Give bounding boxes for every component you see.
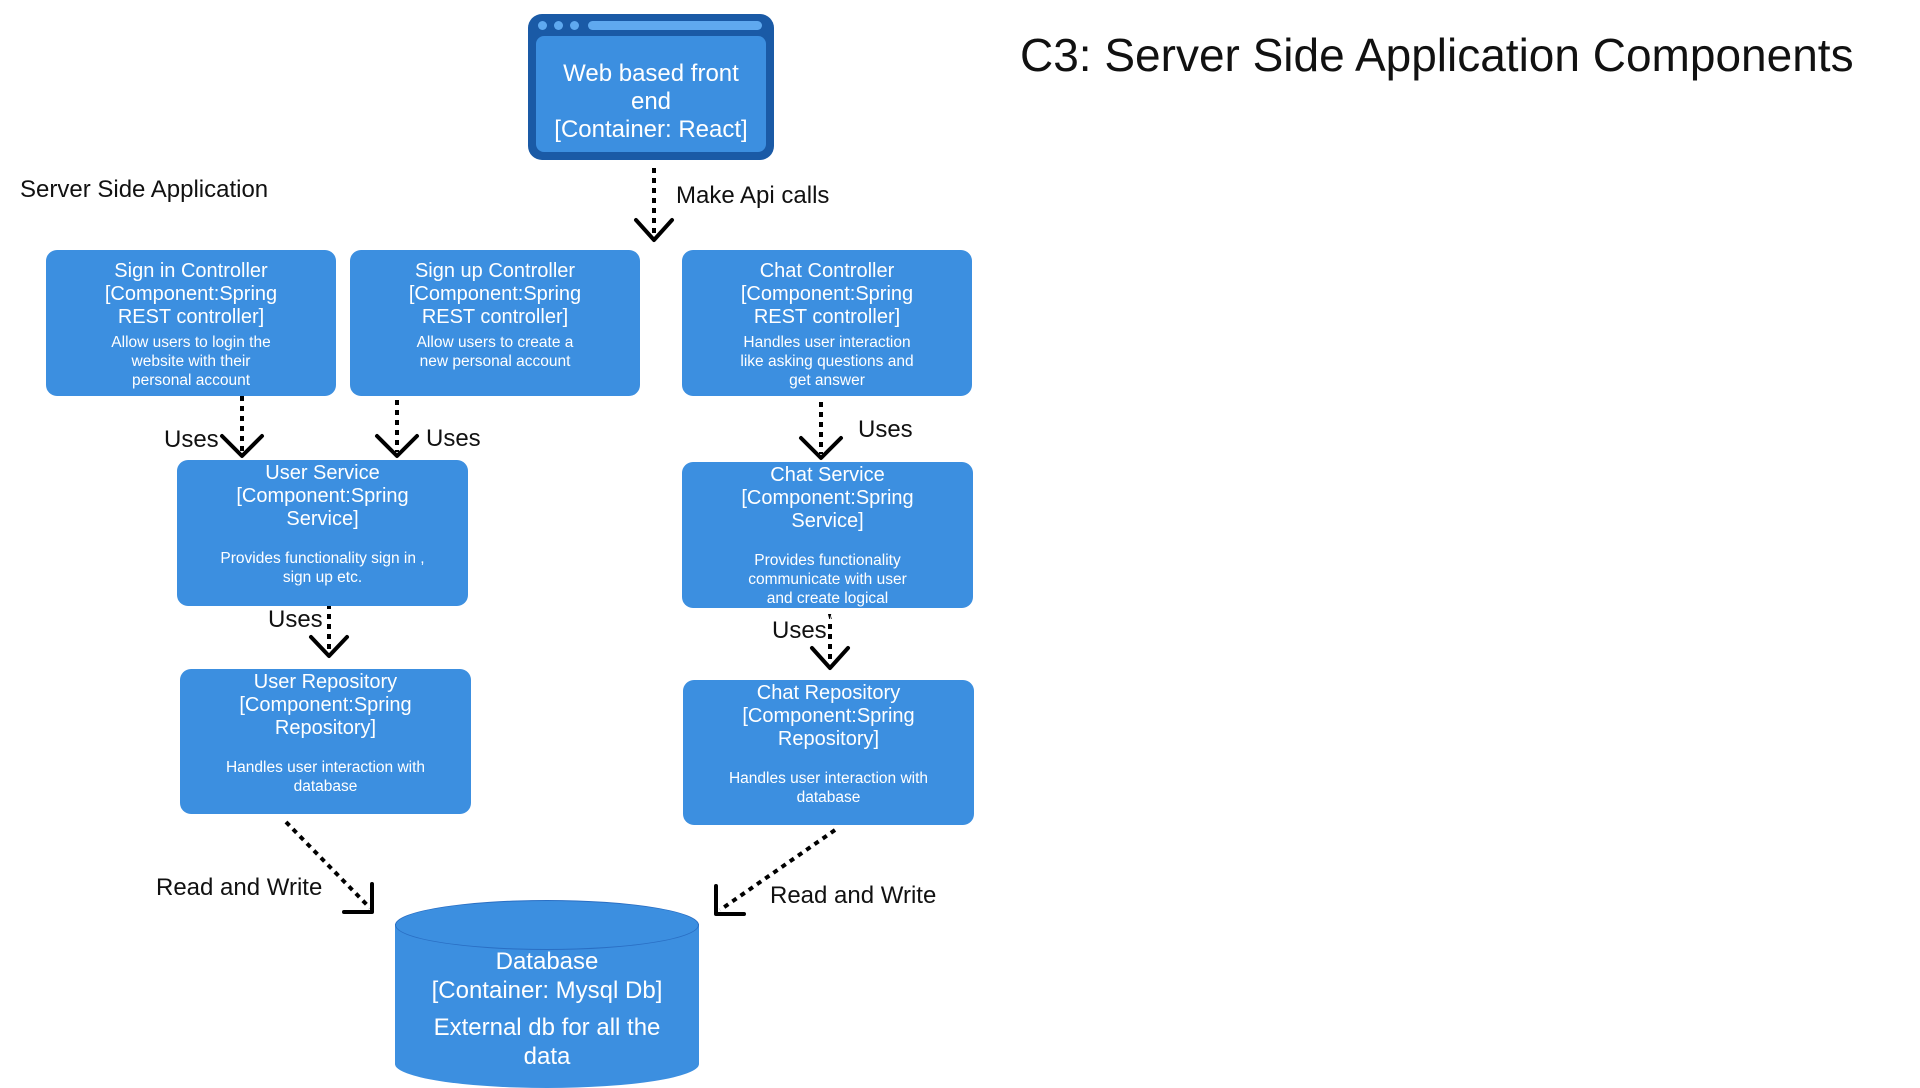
web-frontend-body: Web based front end [Container: React] [536, 36, 766, 152]
database-container: Database [Container: Mysql Db] External … [395, 900, 699, 1088]
signin-uses-label: Uses [164, 426, 219, 453]
component-tech: [Component:Spring [408, 283, 582, 305]
web-frontend-container: Web based front end [Container: React] [528, 14, 774, 160]
component-description: Handles user interaction like asking que… [740, 334, 914, 389]
database-cylinder-top [395, 900, 699, 950]
signup-uses-arrowhead [375, 434, 419, 458]
component-name: Sign up Controller [414, 260, 576, 282]
diagram-title: C3: Server Side Application Components [1020, 29, 1854, 81]
user-repository-component: User Repository [Component:Spring Reposi… [180, 669, 471, 814]
component-name: Chat Repository [756, 682, 901, 704]
component-description: Handles user interaction with database [225, 759, 426, 795]
component-tech: [Component:Spring [239, 694, 412, 716]
chat-service-uses-arrowhead [810, 646, 850, 670]
component-tech: [Component:Spring [742, 705, 915, 727]
user-repo-rw-arrow [284, 820, 372, 910]
component-tech: [Component:Spring [740, 283, 914, 305]
frontend-name-line1: Web based front [563, 60, 739, 87]
database-name: Database [495, 948, 599, 975]
browser-dot-icon [570, 21, 579, 30]
component-tech: Repository] [274, 717, 377, 739]
user-service-uses-label: Uses [268, 606, 323, 633]
chat-service-component: Chat Service [Component:Spring Service] … [682, 462, 973, 626]
chat-repo-rw-arrow [718, 828, 837, 912]
frontend-name-line2: end [630, 88, 672, 115]
chat-uses-label: Uses [858, 416, 913, 443]
browser-dot-icon [538, 21, 547, 30]
component-description: Allow users to login the website with th… [111, 334, 271, 389]
component-name: Chat Controller [759, 260, 895, 282]
signin-uses-arrowhead [220, 434, 264, 458]
component-description: Handles user interaction with database [728, 770, 929, 806]
signup-controller-component: Sign up Controller [Component:Spring RES… [350, 250, 640, 396]
signup-uses-label: Uses [426, 425, 481, 452]
api-arrowhead [634, 218, 674, 242]
user-repo-rw-label: Read and Write [156, 874, 323, 901]
component-tech: [Component:Spring [104, 283, 278, 305]
frontend-tech: [Container: React] [554, 116, 748, 143]
chat-uses-arrowhead [799, 436, 843, 460]
browser-dot-icon [554, 21, 563, 30]
boundary-label: Server Side Application [20, 176, 269, 203]
user-service-uses-arrowhead [309, 635, 349, 658]
chat-controller-component: Chat Controller [Component:Spring REST c… [682, 250, 972, 396]
component-name: User Repository [253, 671, 398, 693]
user-repo-rw-arrowhead [342, 882, 374, 914]
component-name: Sign in Controller [114, 260, 268, 282]
browser-address-bar [588, 21, 762, 30]
component-tech: Repository] [777, 728, 880, 750]
user-service-component: User Service [Component:Spring Service] … [177, 460, 468, 606]
component-tech: REST controller] [421, 306, 569, 328]
component-tech: [Component:Spring [236, 485, 409, 507]
component-description: Allow users to create a new personal acc… [416, 334, 574, 370]
chat-repo-rw-label: Read and Write [770, 882, 937, 909]
api-calls-label: Make Api calls [676, 182, 830, 209]
database-description: External db for all the data [433, 1014, 661, 1070]
chat-repository-component: Chat Repository [Component:Spring Reposi… [683, 680, 974, 825]
component-name: User Service [265, 462, 380, 484]
chat-service-uses-label: Uses [772, 617, 827, 644]
component-tech: Service] [791, 510, 864, 532]
component-name: Chat Service [770, 464, 885, 486]
component-tech: REST controller] [753, 306, 901, 328]
database-tech: [Container: Mysql Db] [431, 977, 663, 1004]
database-text: Database [Container: Mysql Db] External … [395, 947, 699, 1071]
chat-repo-rw-arrowhead [714, 884, 746, 916]
component-description: Provides functionality communicate with … [748, 552, 907, 626]
component-tech: REST controller] [117, 306, 265, 328]
component-tech: [Component:Spring [741, 487, 914, 509]
component-tech: Service] [286, 508, 359, 530]
signin-controller-component: Sign in Controller [Component:Spring RES… [46, 250, 336, 396]
component-description: Provides functionality sign in , sign up… [220, 550, 425, 586]
